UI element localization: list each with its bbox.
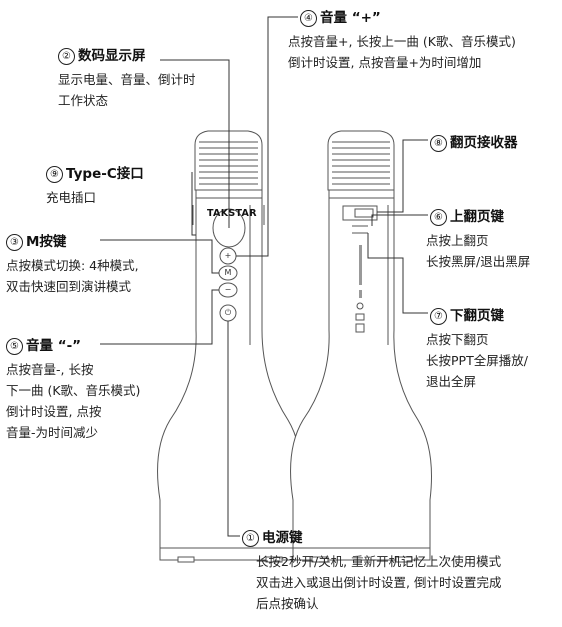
page-down-title: 下翻页键 <box>450 308 504 324</box>
m-key-desc-1: 点按模式切换: 4种模式, <box>6 258 139 273</box>
display-desc-2: 工作状态 <box>58 93 109 108</box>
vol-down-title: 音量 “-” <box>26 338 82 354</box>
leader-vol-up <box>236 16 298 257</box>
display-desc-1: 显示电量、音量、倒计时 <box>58 72 196 87</box>
front-microphone <box>157 130 302 563</box>
page-down-desc-2: 长按PPT全屏播放/ <box>426 353 528 368</box>
power-desc-2: 双击进入或退出倒计时设置, 倒计时设置完成 <box>256 575 502 590</box>
leader-m-key <box>100 239 219 274</box>
vol-up-desc-1: 点按音量+, 长按上一曲 (K歌、音乐模式) <box>288 34 516 49</box>
m-button[interactable]: M <box>224 268 232 277</box>
page-down-desc-3: 退出全屏 <box>426 374 477 389</box>
page-up-desc-1: 点按上翻页 <box>426 233 489 248</box>
vol-down-button[interactable]: − <box>224 285 232 294</box>
leader-typec <box>191 172 196 236</box>
leader-page-down <box>367 233 428 314</box>
leader-lines <box>100 16 428 537</box>
m-key-title: M按键 <box>26 234 67 250</box>
leader-receiver <box>377 139 428 213</box>
page-down-desc-1: 点按下翻页 <box>426 332 489 347</box>
vol-down-desc-1: 点按音量-, 长按 <box>6 362 94 377</box>
vol-up-desc-2: 倒计时设置, 点按音量+为时间增加 <box>288 55 482 70</box>
leader-vol-down <box>100 289 219 345</box>
display-title: 数码显示屏 <box>78 48 146 64</box>
leader-display <box>160 59 230 228</box>
power-title: 电源键 <box>262 530 303 546</box>
rear-grille-slots <box>332 141 390 185</box>
vol-up-button[interactable]: + <box>224 251 232 260</box>
vol-down-desc-2: 下一曲 (K歌、音乐模式) <box>6 383 141 398</box>
vol-down-desc-4: 音量-为时间减少 <box>6 425 99 440</box>
vol-down-desc-3: 倒计时设置, 点按 <box>6 404 102 419</box>
power-desc-1: 长按2秒开/关机, 重新开机记忆上次使用模式 <box>256 554 502 569</box>
brand-logo: TAKSTAR <box>207 208 257 219</box>
page-up-desc-2: 长按黑屏/退出黑屏 <box>426 254 531 269</box>
rear-microphone <box>290 130 432 563</box>
power-desc-3: 后点按确认 <box>256 596 319 611</box>
leader-power <box>227 321 240 537</box>
m-key-desc-2: 双击快速回到演讲模式 <box>6 279 132 294</box>
power-button[interactable]: ⏻ <box>224 308 232 317</box>
page-up-title: 上翻页键 <box>450 209 504 225</box>
typec-title: Type-C接口 <box>66 166 144 182</box>
typec-desc-1: 充电插口 <box>46 190 97 205</box>
leader-page-up <box>371 214 428 226</box>
vol-up-title: 音量 “+” <box>320 10 381 26</box>
receiver-title: 翻页接收器 <box>450 135 518 151</box>
